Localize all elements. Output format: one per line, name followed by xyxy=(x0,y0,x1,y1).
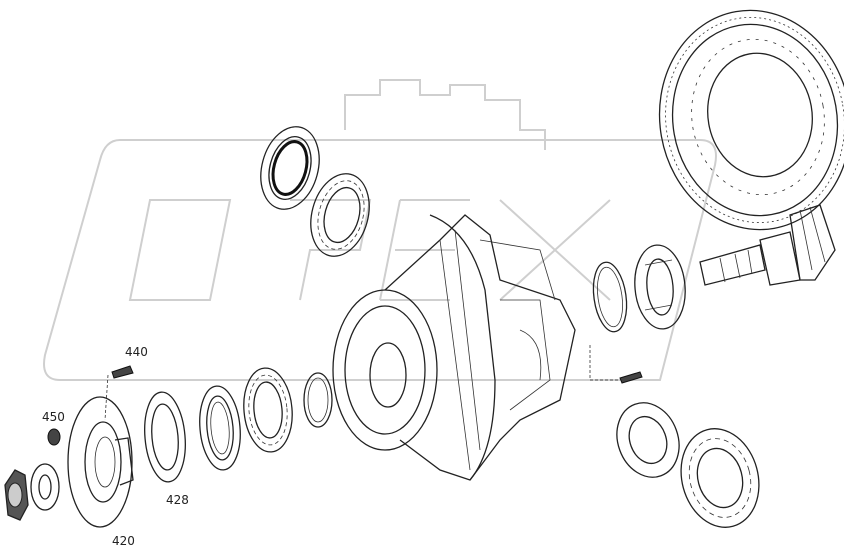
shim-ring-right xyxy=(592,261,628,333)
nut xyxy=(4,469,29,521)
seal-upper-1 xyxy=(260,126,320,210)
bearing-mid xyxy=(243,367,293,453)
differential-housing xyxy=(332,214,576,481)
pin xyxy=(589,345,643,384)
label-440: 440 xyxy=(125,345,148,359)
washer xyxy=(30,463,60,511)
watermark-logo xyxy=(43,79,717,381)
bearing-upper xyxy=(310,173,370,257)
bearing-pinion xyxy=(634,244,686,330)
label-420: 420 xyxy=(112,534,135,548)
seal-428 xyxy=(144,391,186,483)
bolt-440 xyxy=(104,365,134,421)
label-450: 450 xyxy=(42,410,65,424)
nut-450 xyxy=(47,428,61,446)
seal-mid xyxy=(199,385,241,471)
pinion-shaft xyxy=(699,204,836,286)
roller-cage xyxy=(680,428,760,528)
ring-gear xyxy=(658,9,844,231)
snap-ring xyxy=(303,372,333,428)
bearing-lower-right xyxy=(616,402,680,478)
flange-420 xyxy=(67,396,134,528)
label-428: 428 xyxy=(166,493,189,507)
